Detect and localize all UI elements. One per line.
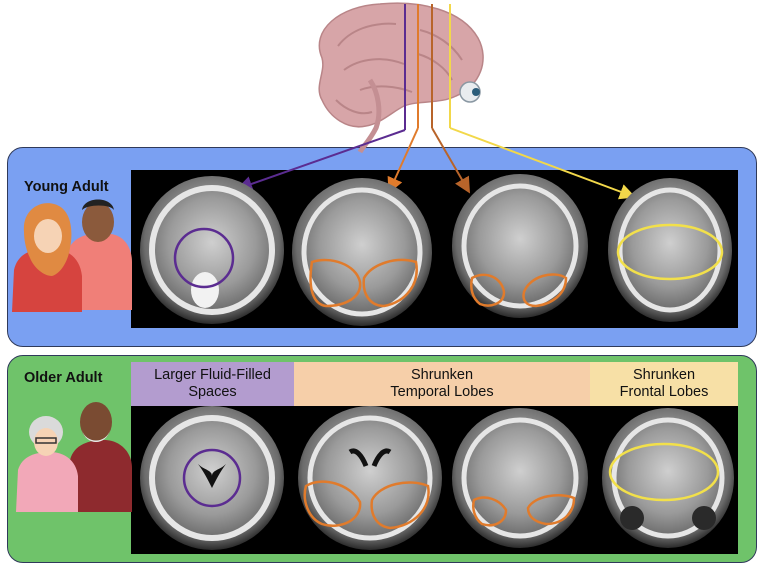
fluid-spaces-label: Larger Fluid-Filled Spaces bbox=[154, 367, 271, 400]
arrow-temporal-1 bbox=[387, 127, 419, 194]
older-adults-icon bbox=[16, 402, 132, 512]
young-scan-3 bbox=[452, 174, 588, 318]
frontal-label-line1: Shrunken bbox=[632, 367, 696, 383]
temporal-label-line1: Shrunken bbox=[410, 367, 474, 383]
frontal-label-line2: Frontal Lobes bbox=[619, 384, 709, 400]
arrow-frontal bbox=[449, 127, 636, 200]
older-adult-label: Older Adult bbox=[24, 370, 103, 386]
brain-illustration bbox=[318, 2, 484, 154]
temporal-lobes-label-box: Shrunken Temporal Lobes bbox=[294, 362, 590, 406]
arrow-fluid bbox=[236, 129, 406, 192]
frontal-lobes-label-box: Shrunken Frontal Lobes bbox=[590, 362, 738, 406]
young-adults-icon bbox=[12, 199, 132, 312]
arrow-temporal-2 bbox=[431, 127, 471, 194]
young-adult-label: Young Adult bbox=[24, 179, 109, 195]
young-mri-scans bbox=[140, 174, 732, 326]
older-mri-scans bbox=[140, 406, 734, 550]
young-scan-1 bbox=[140, 176, 284, 324]
young-scan-4 bbox=[608, 178, 732, 322]
young-scan-2 bbox=[292, 178, 432, 326]
older-scan-1 bbox=[140, 406, 284, 550]
fluid-spaces-label-box: Larger Fluid-Filled Spaces bbox=[131, 362, 294, 406]
older-scan-4 bbox=[602, 408, 734, 548]
older-scan-3 bbox=[452, 408, 588, 548]
older-scan-2 bbox=[298, 406, 442, 550]
temporal-label-line2: Temporal Lobes bbox=[390, 384, 494, 400]
